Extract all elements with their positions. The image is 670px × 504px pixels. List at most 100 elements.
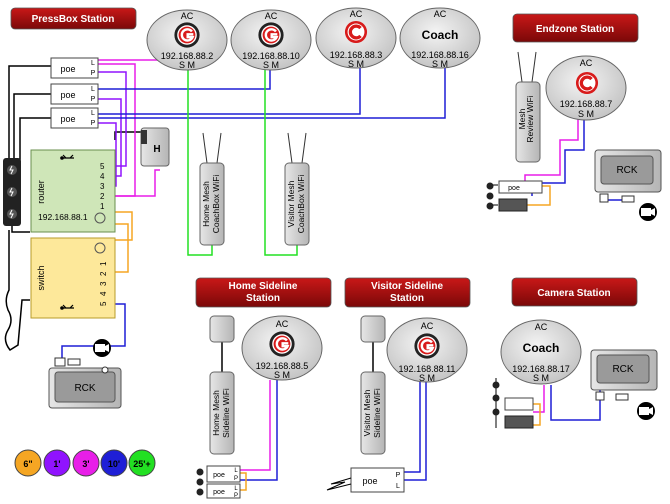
svg-text:poe: poe [60,114,75,124]
poe-injector-3[interactable]: poe L P [50,107,99,129]
switch[interactable]: switch 1 2 3 4 5 [30,237,116,319]
ac-name: Coach [422,28,459,42]
ac-label: AC [350,9,363,19]
team-logo-icon [173,21,201,49]
svg-text:L: L [91,86,95,93]
power-cable [4,230,30,351]
ac-ip: 192.168.88.5 [256,361,309,371]
access-point-ac7[interactable]: AC 192.168.88.11 S M [386,317,468,383]
svg-text:3': 3' [82,459,89,469]
camera-station-banner: Camera Station [511,277,638,307]
power-port-icon [94,212,106,224]
visitor-sideline-title-line2: Station [390,293,424,304]
visitor-sideline-antenna [360,315,386,343]
svg-text:L: L [91,60,95,67]
legend-item-3ft: 3' [72,449,100,477]
endzone-station-title: Endzone Station [536,24,614,35]
visitor-coachbox-wifi-unit[interactable]: Visitor Mesh CoachBox WiFi [284,132,310,246]
home-coachbox-wifi-unit[interactable]: Home Mesh CoachBox WiFi [199,132,225,246]
home-sideline-station-banner: Home Sideline Station [195,277,332,308]
poe-camera-station[interactable] [492,378,534,429]
svg-text:4: 4 [99,291,108,296]
svg-text:CoachBox WiFi: CoachBox WiFi [211,175,221,234]
pressbox-station-title: PressBox Station [32,14,115,25]
poe-injector-1[interactable]: poe L P [50,57,99,79]
poe-injector-2[interactable]: poe L P [50,83,99,105]
team-logo-icon [257,21,285,49]
endzone-station-banner: Endzone Station [512,13,639,43]
visitor-sideline-station-banner: Visitor Sideline Station [344,277,471,308]
svg-text:6": 6" [23,459,32,469]
router[interactable]: router 5 4 3 2 1 192.168.88.1 [30,149,116,233]
svg-text:Sideline WiFi: Sideline WiFi [221,388,231,438]
pressbox-station-banner: PressBox Station [10,7,137,30]
home-sideline-antenna [209,315,235,343]
ac-name: Coach [523,341,560,355]
ac-ip: 192.168.88.2 [161,51,214,61]
team-logo-icon [413,332,441,360]
rck-endzone[interactable]: RCK [594,149,662,203]
svg-text:P: P [234,476,238,482]
ac-ports: S M [274,370,290,380]
svg-text:P: P [234,493,238,499]
access-point-ac3[interactable]: AC 192.168.88.3 S M [315,7,397,69]
svg-text:5: 5 [100,162,105,171]
svg-text:1': 1' [53,459,60,469]
camera-icon [637,402,655,420]
svg-text:poe: poe [508,185,520,192]
svg-text:poe: poe [362,476,377,486]
svg-text:Home Mesh: Home Mesh [211,390,221,436]
svg-text:Visitor Mesh: Visitor Mesh [362,389,372,436]
poe-visitor-sideline[interactable]: poe P L [326,467,405,493]
svg-text:3: 3 [100,182,105,191]
ac-ports: S M [179,60,195,70]
svg-text:Sideline WiFi: Sideline WiFi [372,388,382,438]
svg-text:P: P [396,472,401,479]
access-point-ac2[interactable]: AC 192.168.88.10 S M [230,9,312,71]
svg-text:2: 2 [99,271,108,276]
ac-ip: 192.168.88.10 [242,51,300,61]
poe-home-sideline[interactable]: poe L P poe L P [196,465,241,499]
access-point-ac4[interactable]: AC Coach 192.168.88.16 S M [399,7,481,69]
svg-text:1: 1 [99,261,108,266]
legend-item-6in: 6" [14,449,42,477]
cable-length-legend: 6" 1' 3' 10' 25'+ [14,449,156,477]
svg-text:10': 10' [108,459,120,469]
poe-endzone[interactable]: poe [486,180,543,212]
ac-ip: 192.168.88.3 [330,50,383,60]
visitor-sideline-title-line1: Visitor Sideline [371,281,443,292]
svg-text:poe: poe [213,489,225,496]
svg-text:RCK: RCK [616,165,637,176]
ac-label: AC [434,9,447,19]
review-wifi-unit[interactable]: Mesh Review WiFi [515,51,541,163]
access-point-ac6[interactable]: AC 192.168.88.5 S M [241,315,323,381]
ac-label: AC [276,319,289,329]
usb-icon [60,304,74,310]
home-sideline-wifi-unit[interactable]: Home Mesh Sideline WiFi [209,371,235,455]
svg-text:L: L [91,110,95,117]
svg-text:Review WiFi: Review WiFi [525,95,535,142]
svg-text:4: 4 [100,172,105,181]
access-point-ac5[interactable]: AC 192.168.88.7 S M [545,55,627,121]
ac-ports: S M [432,59,448,69]
switch-label: switch [36,265,46,290]
access-point-ac8[interactable]: AC Coach 192.168.88.17 S M [500,319,582,385]
ac-ip: 192.168.88.11 [399,364,456,374]
rck-camera-station[interactable]: RCK [590,349,658,401]
ac-ip: 192.168.88.7 [560,99,613,109]
hub[interactable]: H [140,127,170,167]
ac-ip: 192.168.88.16 [411,50,469,60]
usb-icon [60,154,74,160]
svg-text:5: 5 [99,301,108,306]
visitor-sideline-wifi-unit[interactable]: Visitor Mesh Sideline WiFi [360,371,386,455]
access-point-ac1[interactable]: AC 192.168.88.2 S M [146,9,228,71]
camera-station-title: Camera Station [537,288,610,299]
camera-icon [639,203,657,221]
svg-text:CoachBox WiFi: CoachBox WiFi [296,175,306,234]
ac-ip: 192.168.88.17 [512,364,570,374]
svg-text:3: 3 [99,281,108,286]
rck-pressbox[interactable]: RCK [48,357,122,409]
ac-ports: S M [348,59,364,69]
svg-text:P: P [91,120,96,127]
